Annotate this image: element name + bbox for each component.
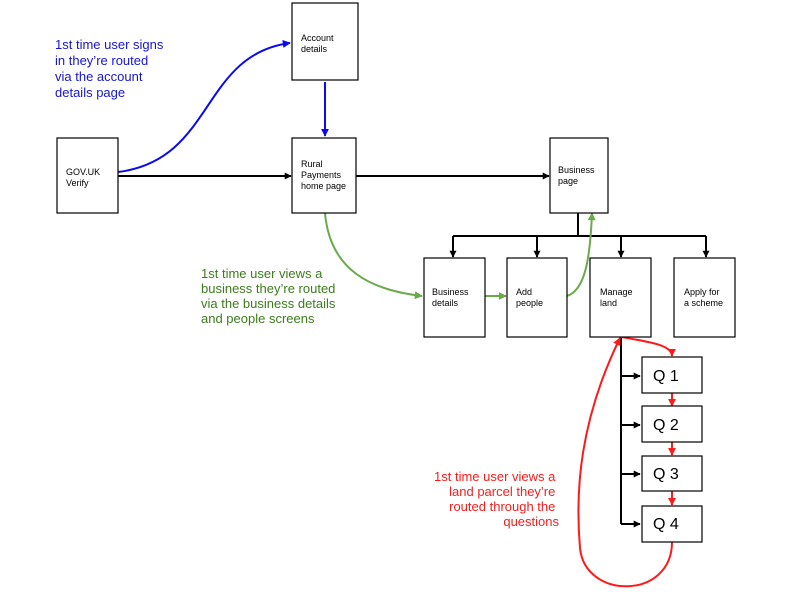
- q3-label: Q 3: [653, 466, 679, 483]
- rural-payments-home-label-line-3: home page: [301, 181, 346, 191]
- green-route: [324, 212, 596, 300]
- gov-uk-verify-label-line-1: GOV.UK: [66, 167, 100, 177]
- add-people-label-line-1: Add: [516, 287, 532, 297]
- red-route: [577, 336, 676, 588]
- apply-for-scheme-label-line-1: Apply for: [684, 287, 720, 297]
- gov-uk-verify-label-line-2: Verify: [66, 178, 89, 188]
- business-page-label-line-2: page: [558, 176, 578, 186]
- q2-label: Q 2: [653, 417, 679, 434]
- red-note-line-1: 1st time user views a: [434, 469, 556, 484]
- business-details-box[interactable]: [423, 257, 486, 338]
- apply-for-scheme-label-line-2: a scheme: [684, 298, 723, 308]
- gov-uk-verify-box[interactable]: [56, 137, 119, 214]
- q1-label: Q 1: [653, 368, 679, 385]
- rural-payments-home-label-line-1: Rural: [301, 159, 323, 169]
- blue-note-line-4: details page: [55, 85, 125, 100]
- boxes: [56, 2, 736, 543]
- business-page-label-line-1: Business: [558, 165, 595, 175]
- q3-box[interactable]: [641, 455, 703, 492]
- manage-land-label-line-1: Manage: [600, 287, 633, 297]
- red-note-line-4: questions: [503, 514, 559, 529]
- manage-land-label: Manage land: [600, 287, 635, 308]
- account-details-label-line-1: Account: [301, 33, 334, 43]
- apply-for-scheme-box[interactable]: [673, 257, 736, 338]
- business-details-label: Business details: [432, 287, 471, 308]
- green-curve-home-to-business-details: [324, 212, 423, 300]
- business-page-label: Business page: [558, 165, 597, 186]
- red-loop-q4-to-manage-land: [577, 337, 673, 588]
- business-details-label-line-2: details: [432, 298, 459, 308]
- red-note-line-2: land parcel they’re: [449, 484, 555, 499]
- green-note-line-4: and people screens: [201, 311, 315, 326]
- account-details-label-line-2: details: [301, 44, 328, 54]
- blue-note-line-1: 1st time user signs: [55, 37, 164, 52]
- red-note: 1st time user views a land parcel they’r…: [434, 469, 559, 529]
- account-details-box[interactable]: [291, 2, 359, 81]
- rural-payments-home-label-line-2: Payments: [301, 170, 342, 180]
- red-curve-manage-land-to-q1: [620, 336, 676, 357]
- account-details-label: Account details: [301, 33, 336, 54]
- business-page-box[interactable]: [549, 137, 609, 214]
- rural-payments-home-label: Rural Payments home page: [301, 159, 346, 191]
- green-note: 1st time user views a business they’re r…: [201, 266, 339, 326]
- blue-note-line-3: via the account: [55, 69, 143, 84]
- blue-note-line-2: in they’re routed: [55, 53, 148, 68]
- q2-box[interactable]: [641, 405, 703, 443]
- blue-curve-verify-to-account: [117, 39, 291, 173]
- blue-note: 1st time user signs in they’re routed vi…: [55, 37, 167, 100]
- manage-land-box[interactable]: [589, 257, 652, 338]
- add-people-label: Add people: [516, 287, 543, 308]
- red-note-line-3: routed through the: [449, 499, 555, 514]
- green-note-line-3: via the business details: [201, 296, 336, 311]
- green-curve-people-to-business-page: [566, 212, 596, 297]
- q4-label: Q 4: [653, 516, 679, 533]
- green-note-line-2: business they’re routed: [201, 281, 335, 296]
- black-connectors: [118, 172, 710, 528]
- q1-box[interactable]: [641, 356, 703, 394]
- apply-for-scheme-label: Apply for a scheme: [684, 287, 723, 308]
- manage-land-label-line-2: land: [600, 298, 617, 308]
- add-people-label-line-2: people: [516, 298, 543, 308]
- q4-box[interactable]: [641, 505, 703, 543]
- gov-uk-verify-label: GOV.UK Verify: [66, 167, 103, 188]
- business-details-label-line-1: Business: [432, 287, 469, 297]
- green-note-line-1: 1st time user views a: [201, 266, 323, 281]
- rural-payments-home-box[interactable]: [291, 137, 357, 214]
- blue-route: [117, 39, 329, 173]
- add-people-box[interactable]: [506, 257, 568, 338]
